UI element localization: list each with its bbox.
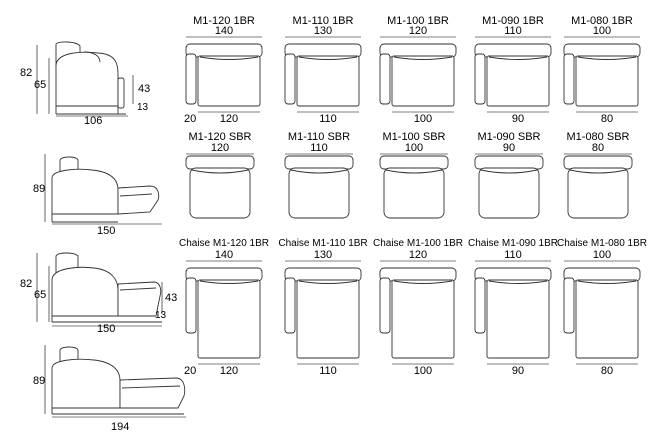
- module-total-width: 130: [314, 25, 332, 37]
- module-top-view: [185, 267, 263, 359]
- module-title: M1-090 1BR: [482, 15, 544, 27]
- module-top-view: [563, 43, 641, 107]
- module-inner-width: 90: [512, 365, 524, 377]
- side-1-seat: 65: [34, 79, 46, 91]
- side-profile-4: 89 194: [33, 345, 186, 433]
- side-1-foot: 13: [137, 102, 149, 113]
- module-top-view: [379, 267, 457, 359]
- module-title: Chaise M1-090 1BR: [468, 238, 558, 249]
- module-total-width: 100: [405, 142, 423, 154]
- side-1-depth: 106: [84, 115, 102, 127]
- side-3-arm: 43: [165, 292, 177, 304]
- side-profile-1: 82 65 43 13 106: [20, 41, 150, 127]
- module-arm-width: 20: [184, 113, 196, 125]
- module-title: Chaise M1-080 1BR: [557, 238, 647, 249]
- module-top-view: [284, 43, 362, 107]
- module-inner-width: 100: [414, 113, 432, 125]
- module-top-view: [563, 267, 641, 359]
- side-1-height: 82: [20, 67, 32, 79]
- side-2-height: 89: [33, 183, 45, 195]
- module-inner-width: 110: [319, 365, 337, 377]
- module-total-width: 120: [409, 25, 427, 37]
- module-title: Chaise M1-110 1BR: [278, 238, 367, 249]
- module-top-view: [379, 155, 449, 219]
- module-total-width: 100: [593, 249, 611, 261]
- module-total-width: 100: [593, 25, 611, 37]
- module-arm-width: 20: [184, 365, 196, 377]
- module-inner-width: 80: [601, 365, 613, 377]
- module-inner-width: 100: [414, 365, 432, 377]
- side-profile-2: 89 150: [33, 154, 162, 237]
- module-total-width: 140: [215, 249, 233, 261]
- module-inner-width: 80: [601, 113, 613, 125]
- module-top-view: [185, 43, 263, 107]
- module-title: M1-100 1BR: [387, 15, 449, 27]
- module-top-view: [474, 267, 552, 359]
- module-total-width: 80: [592, 142, 604, 154]
- side-3-height: 82: [20, 278, 32, 290]
- side-3-foot: 13: [155, 310, 167, 321]
- side-4-depth: 194: [111, 421, 129, 433]
- module-top-view: [563, 155, 633, 219]
- module-total-width: 90: [503, 142, 515, 154]
- module-inner-width: 120: [220, 365, 238, 377]
- module-title: M1-110 1BR: [293, 15, 354, 27]
- module-total-width: 120: [409, 249, 427, 261]
- module-inner-width: 90: [512, 113, 524, 125]
- module-inner-width: 120: [220, 113, 238, 125]
- module-top-view: [474, 155, 544, 219]
- module-title: Chaise M1-100 1BR: [373, 238, 463, 249]
- module-total-width: 130: [314, 249, 332, 261]
- side-profile-3: 82 65 43 13 150: [20, 252, 177, 335]
- module-title: M1-080 1BR: [571, 15, 633, 27]
- module-top-view: [185, 155, 255, 219]
- module-title: M1-120 SBR: [189, 131, 252, 143]
- side-4-height: 89: [33, 375, 45, 387]
- module-top-view: [474, 43, 552, 107]
- module-top-view: [284, 267, 362, 359]
- side-2-depth: 150: [97, 225, 115, 237]
- side-3-seat: 65: [34, 289, 46, 301]
- module-title: M1-110 SBR: [288, 131, 350, 143]
- module-title: M1-100 SBR: [383, 131, 446, 143]
- module-total-width: 120: [211, 142, 229, 154]
- side-1-arm: 43: [138, 83, 150, 95]
- module-title: M1-090 SBR: [478, 131, 541, 143]
- module-title: Chaise M1-120 1BR: [179, 238, 269, 249]
- module-total-width: 110: [310, 142, 328, 154]
- module-total-width: 110: [504, 249, 522, 261]
- module-top-view: [379, 43, 457, 107]
- module-top-view: [284, 155, 354, 219]
- module-inner-width: 110: [319, 113, 337, 125]
- module-total-width: 140: [215, 25, 233, 37]
- module-title: M1-120 1BR: [193, 15, 255, 27]
- side-3-depth: 150: [97, 323, 115, 335]
- module-total-width: 110: [504, 25, 522, 37]
- module-title: M1-080 SBR: [567, 131, 630, 143]
